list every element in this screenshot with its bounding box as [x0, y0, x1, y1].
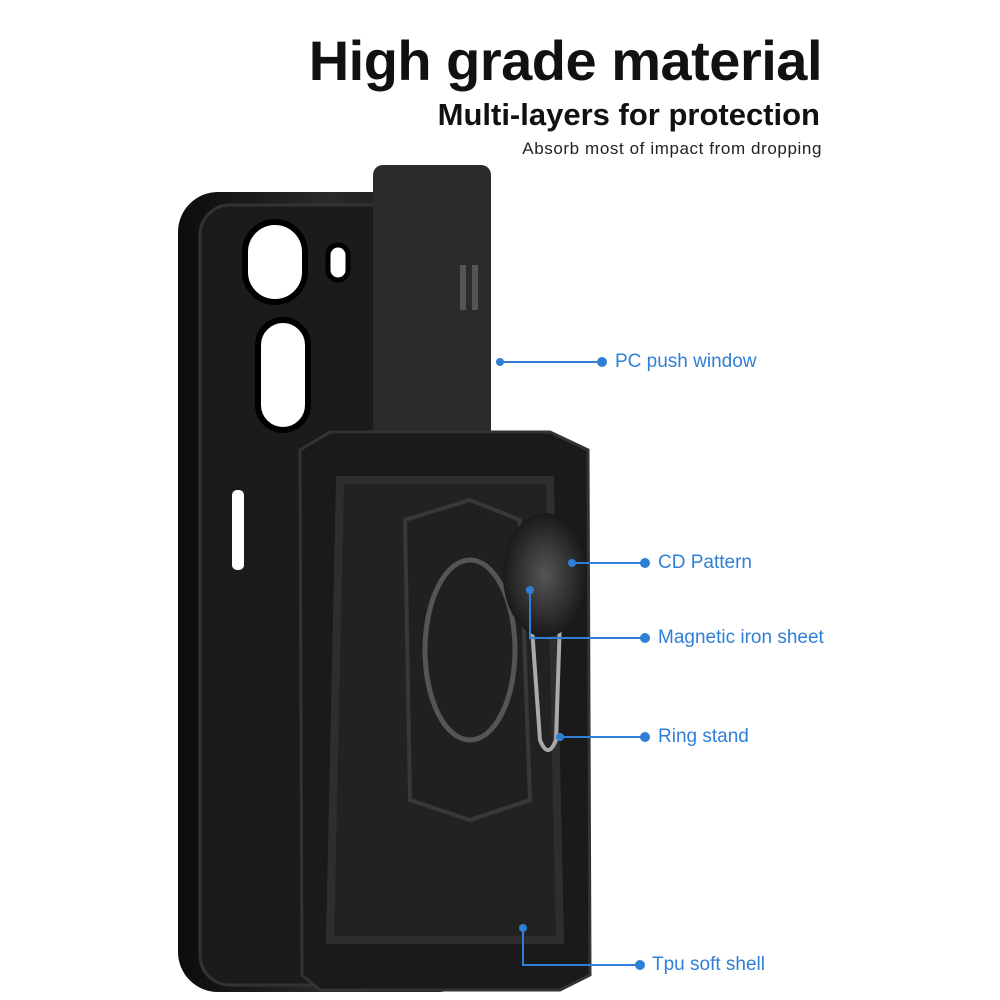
camera-cutouts — [242, 219, 351, 433]
callout-pc-push-window: PC push window — [615, 351, 757, 372]
callout-dots — [496, 357, 650, 970]
tagline: Absorb most of impact from dropping — [522, 139, 822, 158]
callout-magnetic-iron-sheet: Magnetic iron sheet — [658, 627, 824, 648]
cd-pattern-disc — [503, 513, 587, 637]
callout-ring-stand: Ring stand — [658, 726, 749, 747]
callout-tpu-soft-shell: Tpu soft shell — [652, 954, 765, 975]
pc-push-window — [373, 165, 491, 440]
callout-lines — [500, 361, 645, 966]
armor-plate — [298, 430, 592, 992]
subheadline: Multi-layers for protection — [437, 97, 820, 132]
side-cutout — [232, 490, 244, 570]
ring-stand — [422, 557, 562, 752]
headline: High grade material — [308, 29, 823, 92]
callout-cd-pattern: CD Pattern — [658, 552, 752, 573]
